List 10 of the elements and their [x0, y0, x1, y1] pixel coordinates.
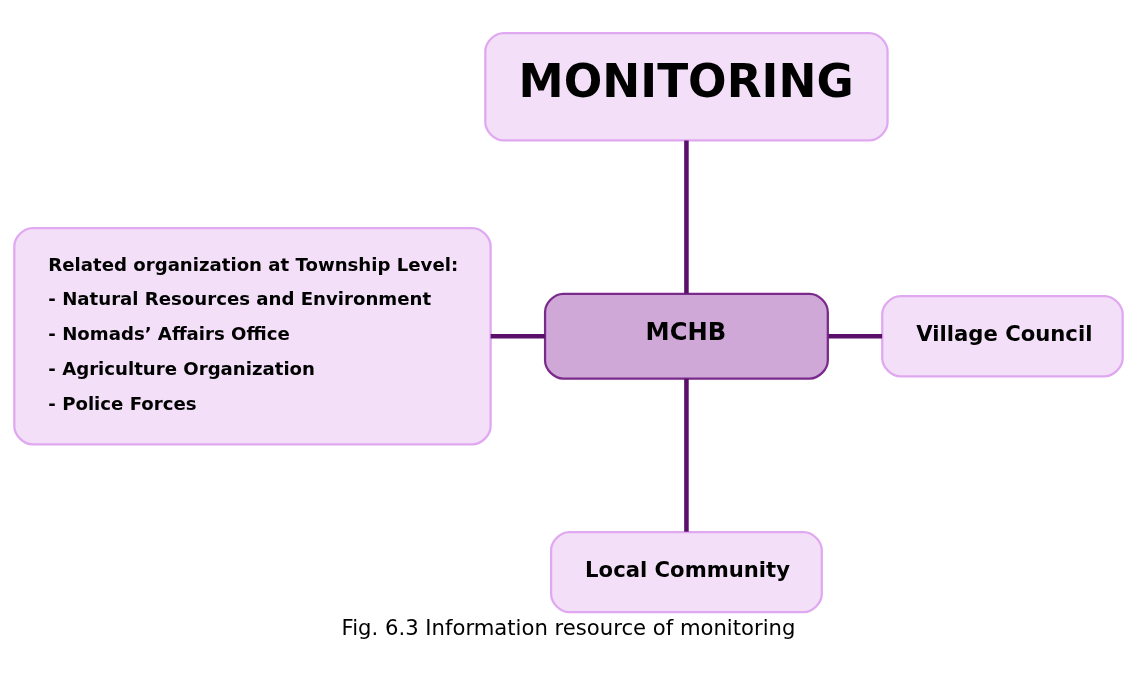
caption: Fig. 6.3 Information resource of monitoring — [341, 614, 796, 640]
connector — [684, 378, 689, 532]
node-box: MCHB — [543, 292, 829, 380]
node-box: Local Community — [549, 530, 823, 613]
node-box: MONITORING — [484, 31, 889, 142]
connector — [828, 333, 883, 338]
node-box: Related organization at Township Level: - Natural Resources and Environment - Nomads’ Affairs Office - Agriculture Organization - Police Forces — [13, 226, 492, 445]
connector — [684, 140, 689, 293]
node-box: Village Council — [881, 294, 1124, 377]
connector — [490, 333, 545, 338]
